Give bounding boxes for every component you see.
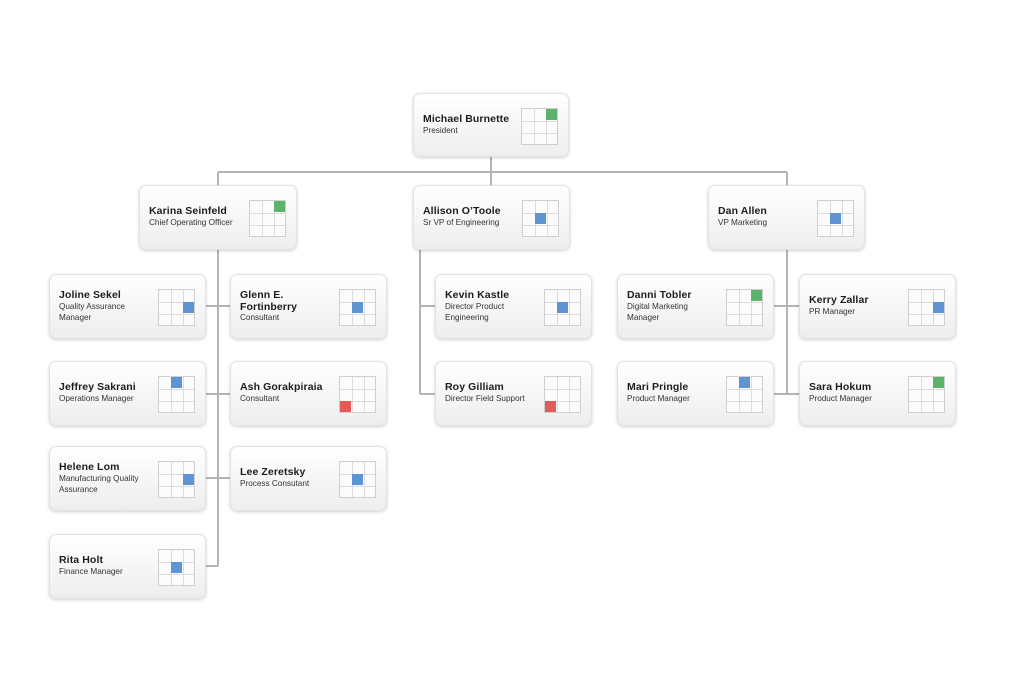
status-marker-green — [933, 377, 944, 388]
employee-name: Danni Tobler — [627, 289, 692, 301]
status-grid — [339, 376, 376, 413]
employee-name: Dan Allen — [718, 205, 767, 217]
connector-dan — [774, 250, 799, 395]
employee-name: Glenn E. Fortinberry — [240, 289, 298, 313]
employee-title: Product Manager — [627, 394, 690, 403]
employee-name: Mari Pringle — [627, 381, 689, 393]
employee-title: VP Marketing — [718, 218, 767, 227]
employee-name: Joline Sekel — [59, 289, 121, 301]
status-marker-blue — [535, 213, 546, 224]
status-grid — [339, 289, 376, 326]
employee-title: Product Manager — [809, 394, 872, 403]
employee-title: PR Manager — [809, 307, 855, 316]
employee-name: Karina Seinfeld — [149, 205, 227, 217]
employee-title: Director Field Support — [445, 394, 525, 403]
status-grid — [522, 200, 559, 237]
status-grid — [817, 200, 854, 237]
employee-name: Lee Zeretsky — [240, 466, 306, 478]
status-grid — [339, 461, 376, 498]
status-grid — [249, 200, 286, 237]
status-marker-blue — [352, 302, 363, 313]
employee-name: Rita Holt — [59, 554, 104, 566]
employee-title: Process Consutant — [240, 479, 310, 488]
employee-name: Allison O’Toole — [423, 205, 501, 217]
status-grid — [158, 549, 195, 586]
employee-title: President — [423, 126, 458, 135]
status-grid — [908, 289, 945, 326]
employee-title: Manufacturing Quality Assurance — [59, 474, 139, 494]
employee-title: Consultant — [240, 313, 280, 322]
status-marker-blue — [183, 302, 194, 313]
status-marker-green — [751, 290, 762, 301]
status-marker-red — [545, 401, 556, 412]
status-marker-blue — [739, 377, 750, 388]
status-marker-green — [274, 201, 285, 212]
status-marker-green — [546, 109, 557, 120]
status-marker-blue — [830, 213, 841, 224]
status-grid — [158, 376, 195, 413]
employee-title: Operations Manager — [59, 394, 134, 403]
status-marker-red — [340, 401, 351, 412]
employee-title: Digital Marketing Manager — [627, 302, 688, 322]
status-marker-blue — [171, 377, 182, 388]
status-grid — [158, 289, 195, 326]
status-marker-blue — [933, 302, 944, 313]
status-grid — [726, 376, 763, 413]
employee-name: Jeffrey Sakrani — [59, 381, 136, 393]
status-grid — [726, 289, 763, 326]
connector-president — [217, 157, 788, 185]
status-grid — [908, 376, 945, 413]
employee-name: Ash Gorakpiraia — [240, 381, 323, 393]
status-grid — [158, 461, 195, 498]
employee-name: Roy Gilliam — [445, 381, 504, 393]
employee-title: Chief Operating Officer — [149, 218, 233, 227]
employee-title: Consultant — [240, 394, 280, 403]
status-grid — [521, 108, 558, 145]
employee-name: Michael Burnette — [423, 113, 510, 125]
connector-karina — [206, 250, 230, 567]
connector-allison — [419, 250, 436, 395]
employee-name: Helene Lom — [59, 461, 120, 473]
employee-title: Director Product Engineering — [445, 302, 505, 322]
status-marker-blue — [183, 474, 194, 485]
employee-title: Quality Assurance Manager — [59, 302, 125, 322]
status-grid — [544, 376, 581, 413]
status-marker-blue — [171, 562, 182, 573]
employee-title: Sr VP of Engineering — [423, 218, 500, 227]
employee-name: Kevin Kastle — [445, 289, 510, 301]
employee-title: Finance Manager — [59, 567, 123, 576]
status-grid — [544, 289, 581, 326]
employee-name: Sara Hokum — [809, 381, 872, 393]
status-marker-blue — [557, 302, 568, 313]
status-marker-blue — [352, 474, 363, 485]
employee-name: Kerry Zallar — [809, 294, 869, 306]
